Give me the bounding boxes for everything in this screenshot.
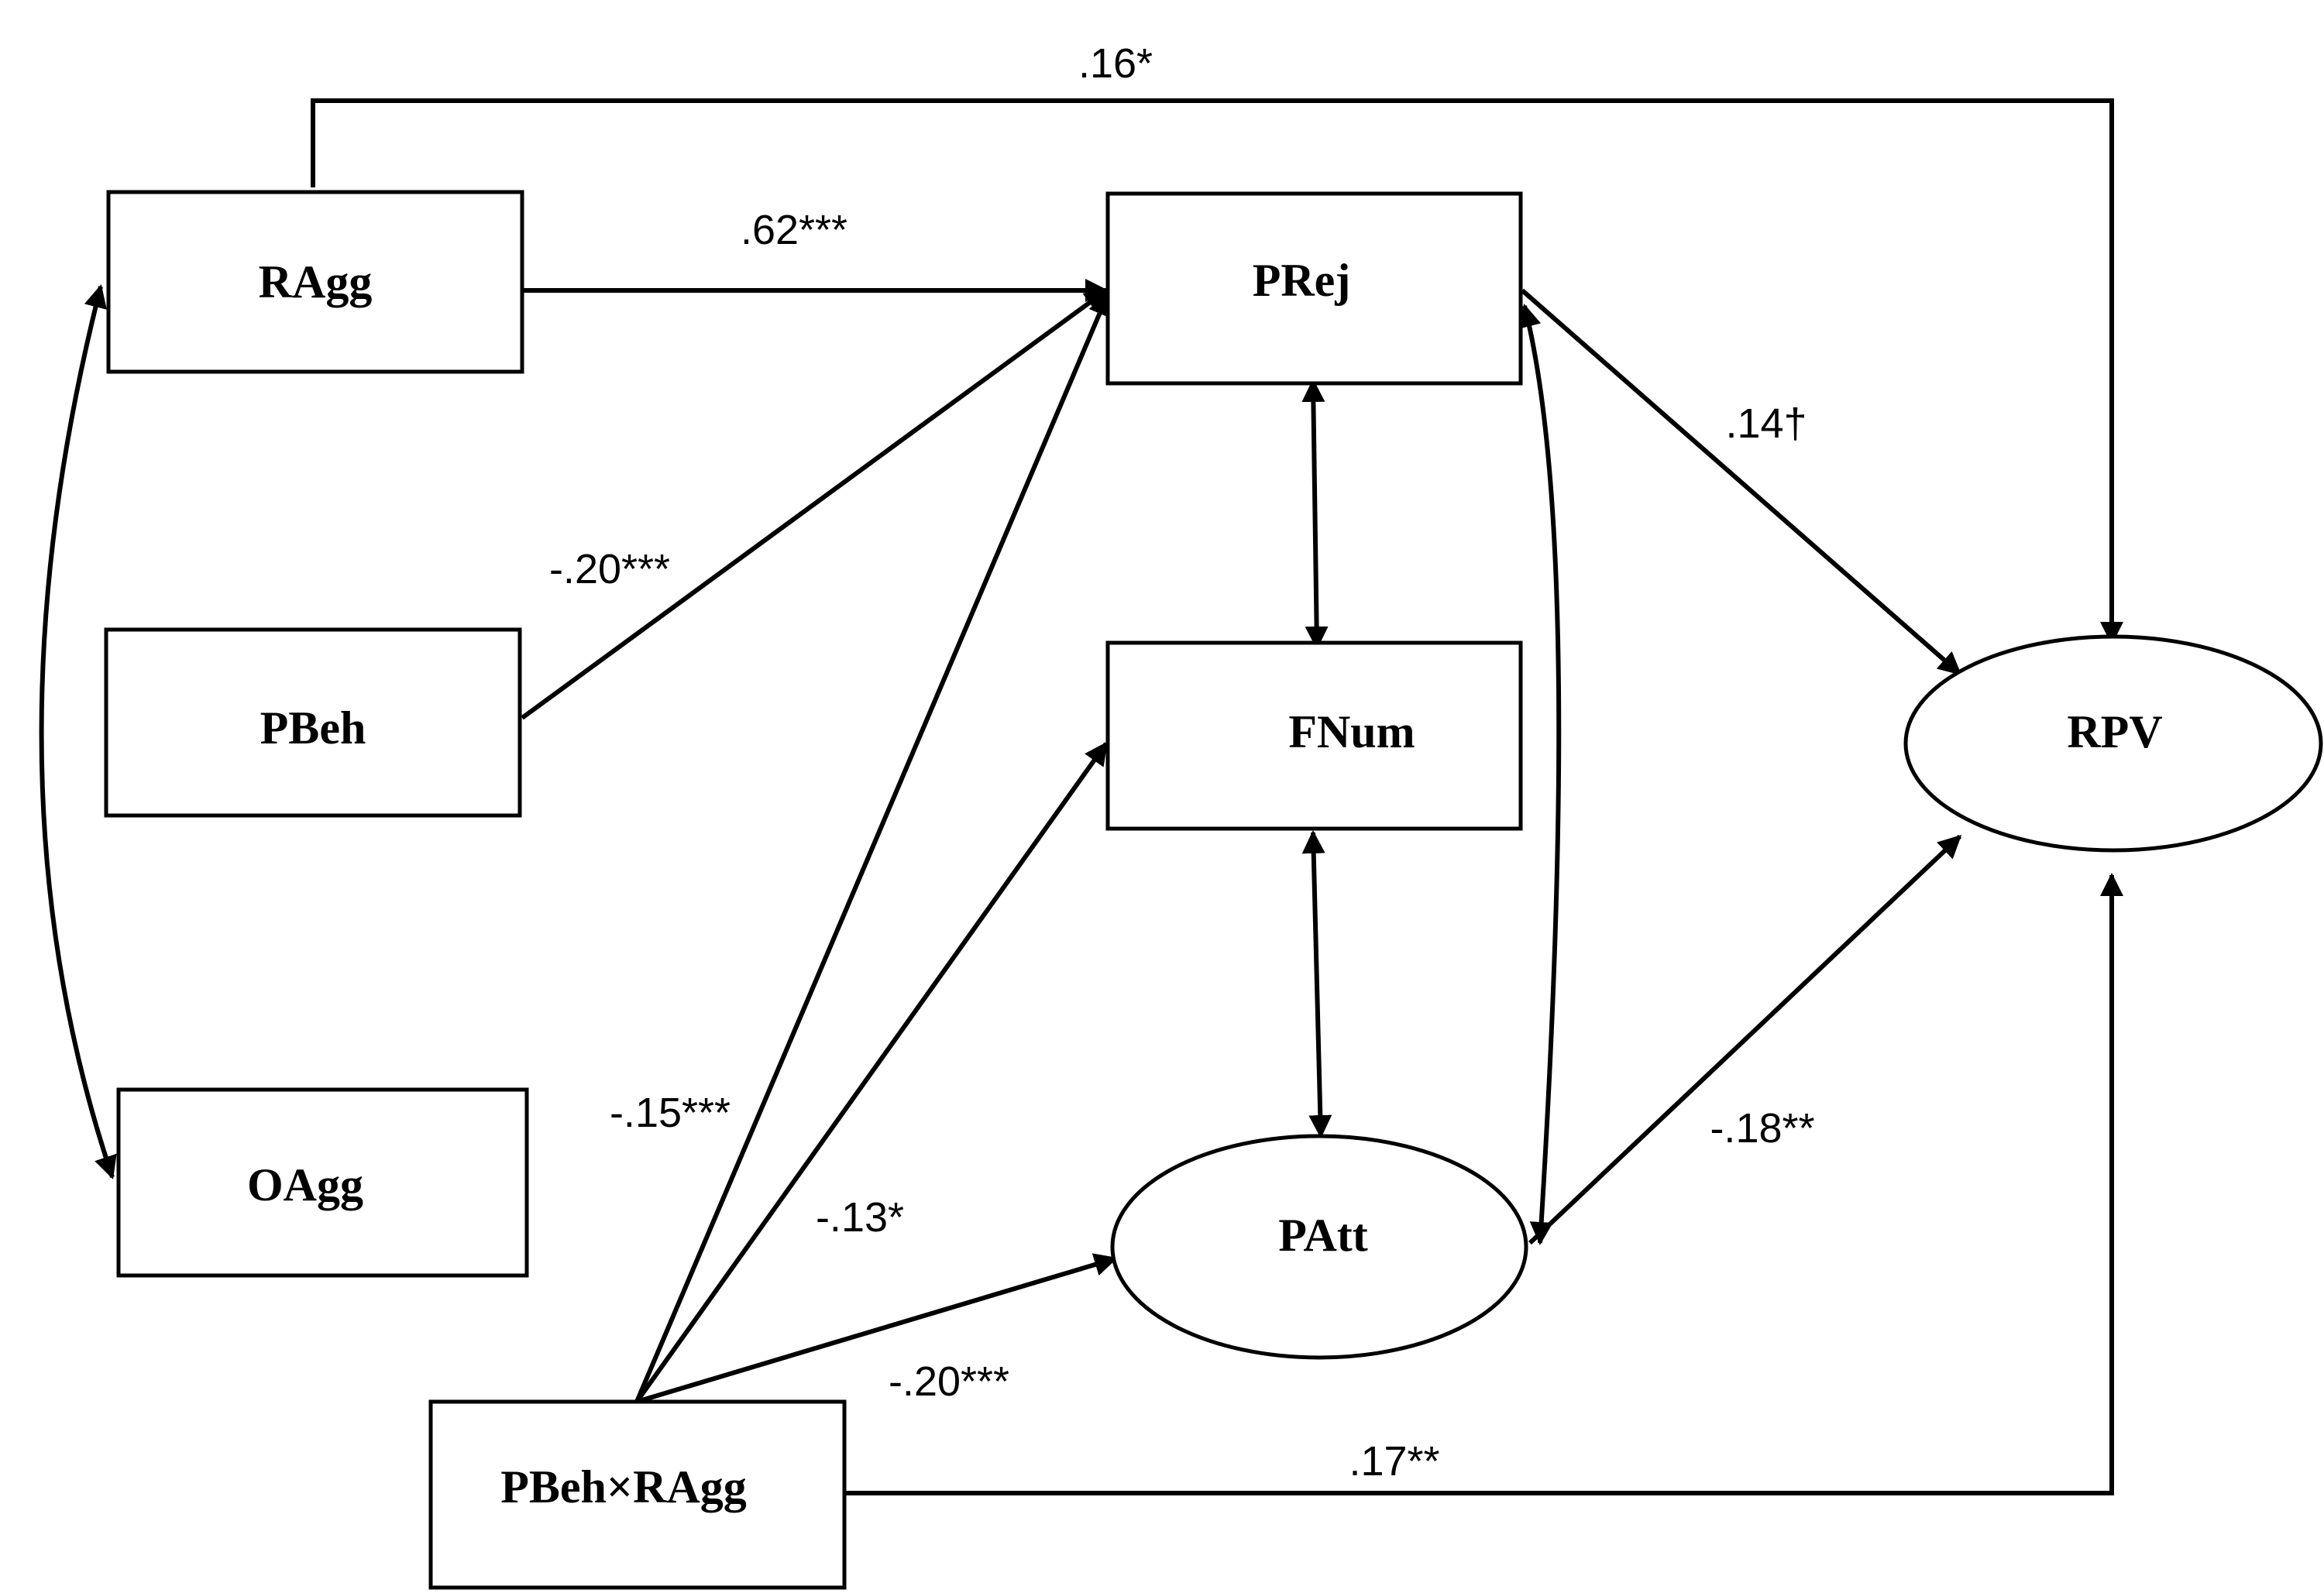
label-int-rpv: .17** xyxy=(1349,1438,1439,1485)
label-pbeh-prej: -.20*** xyxy=(549,546,670,592)
svg-text:RAgg: RAgg xyxy=(259,256,373,307)
node-fnum: FNum xyxy=(1105,640,1523,831)
node-oagg: OAgg xyxy=(116,1087,529,1278)
label-int-fnum: -.13* xyxy=(816,1194,904,1241)
svg-text:FNum: FNum xyxy=(1288,706,1415,757)
svg-text:PBeh×RAgg: PBeh×RAgg xyxy=(500,1461,747,1512)
label-ragg-prej: .62*** xyxy=(741,207,847,253)
svg-text:OAgg: OAgg xyxy=(247,1159,363,1210)
node-rpv: RPV xyxy=(1903,634,2323,853)
node-ragg: RAgg xyxy=(106,190,524,374)
path-int-rpv xyxy=(844,873,2123,1495)
path-int-fnum xyxy=(634,741,1109,1403)
path-prej-rpv xyxy=(1521,288,1962,676)
covariance-fnum-patt xyxy=(1301,830,1332,1138)
svg-text:PRej: PRej xyxy=(1253,255,1351,306)
svg-text:PAtt: PAtt xyxy=(1278,1210,1368,1261)
covariance-ragg-oagg xyxy=(39,284,117,1179)
node-pbeh-x-ragg: PBeh×RAgg xyxy=(428,1399,847,1590)
label-int-patt: -.20*** xyxy=(889,1358,1009,1405)
path-ragg-rpv xyxy=(311,98,2123,645)
path-int-patt xyxy=(636,1253,1118,1404)
label-int-prej: -.15*** xyxy=(610,1090,731,1136)
label-ragg-rpv: .16* xyxy=(1078,40,1153,87)
node-prej: PRej xyxy=(1105,191,1523,386)
covariance-prej-fnum xyxy=(1301,379,1329,650)
node-patt: PAtt xyxy=(1110,1134,1528,1360)
path-patt-rpv xyxy=(1528,834,1962,1245)
svg-text:PBeh: PBeh xyxy=(260,702,366,754)
label-patt-rpv: -.18** xyxy=(1710,1105,1814,1152)
node-pbeh: PBeh xyxy=(104,627,522,818)
svg-text:RPV: RPV xyxy=(2067,706,2162,757)
path-pbeh-prej xyxy=(521,288,1109,720)
covariance-prej-patt xyxy=(1518,304,1562,1245)
label-prej-rpv: .14† xyxy=(1725,400,1807,447)
path-int-prej xyxy=(634,292,1111,1403)
